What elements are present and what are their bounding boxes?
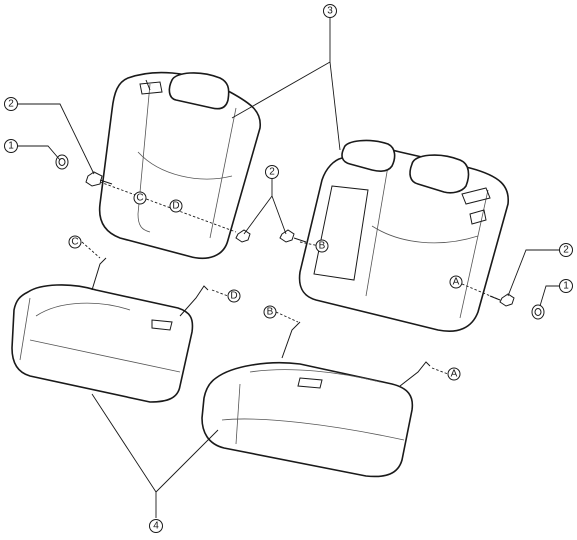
callout-3: 3: [323, 4, 337, 18]
right-seat-back: [298, 139, 509, 332]
connector-line-d-top: [211, 289, 229, 297]
svg-text:D: D: [230, 291, 237, 302]
connector-a-back: A: [449, 275, 463, 289]
callout-1-left: 1: [4, 139, 18, 153]
leader-2-left: [17, 103, 95, 175]
connector-b-cushion: B: [263, 305, 277, 319]
assembly-line-left: [99, 181, 237, 233]
leader-2-right: [507, 249, 566, 297]
bolt-right: [489, 293, 515, 307]
assembly-line-a: [461, 283, 501, 301]
svg-text:2: 2: [563, 245, 569, 256]
connector-a-cushion: A: [447, 367, 461, 381]
svg-text:A: A: [453, 277, 460, 288]
callout-1-right: 1: [559, 279, 573, 293]
connector-d-cushion: D: [227, 289, 241, 303]
callout-2-center: 2: [265, 165, 279, 179]
leader-2-center: [243, 178, 287, 235]
callout-2-left: 2: [4, 97, 18, 111]
connector-c-cushion: C: [68, 235, 82, 249]
svg-text:C: C: [136, 193, 143, 204]
connector-c-back: C: [133, 191, 147, 205]
bolt-center-right: [279, 229, 307, 243]
connector-b-back: B: [315, 239, 329, 253]
svg-text:C: C: [71, 237, 78, 248]
svg-text:2: 2: [8, 99, 14, 110]
connector-line-a-cushion: [431, 367, 449, 375]
svg-text:1: 1: [563, 281, 569, 292]
connector-line-b-cushion: [275, 311, 299, 323]
callout-2-right: 2: [559, 243, 573, 257]
leader-3: [231, 18, 341, 151]
svg-text:1: 1: [8, 141, 14, 152]
connector-d-back: D: [169, 199, 183, 213]
leader-4: [91, 393, 219, 518]
right-seat-cushion: [201, 321, 431, 478]
svg-text:3: 3: [327, 6, 333, 17]
svg-text:4: 4: [153, 521, 159, 532]
assembly-line-right: [299, 241, 321, 247]
leader-1-left: [17, 145, 61, 161]
svg-text:A: A: [451, 369, 458, 380]
connector-line-c-top: [81, 241, 101, 259]
svg-text:B: B: [319, 241, 326, 252]
nut-right: [531, 304, 545, 320]
bolt-left: [85, 171, 113, 187]
callout-4: 4: [149, 519, 163, 533]
svg-text:B: B: [267, 307, 274, 318]
left-seat-cushion: [11, 257, 209, 403]
svg-text:2: 2: [269, 167, 275, 178]
left-seat-back: [98, 71, 261, 260]
bolt-center-left: [235, 229, 251, 243]
svg-text:D: D: [172, 201, 179, 212]
